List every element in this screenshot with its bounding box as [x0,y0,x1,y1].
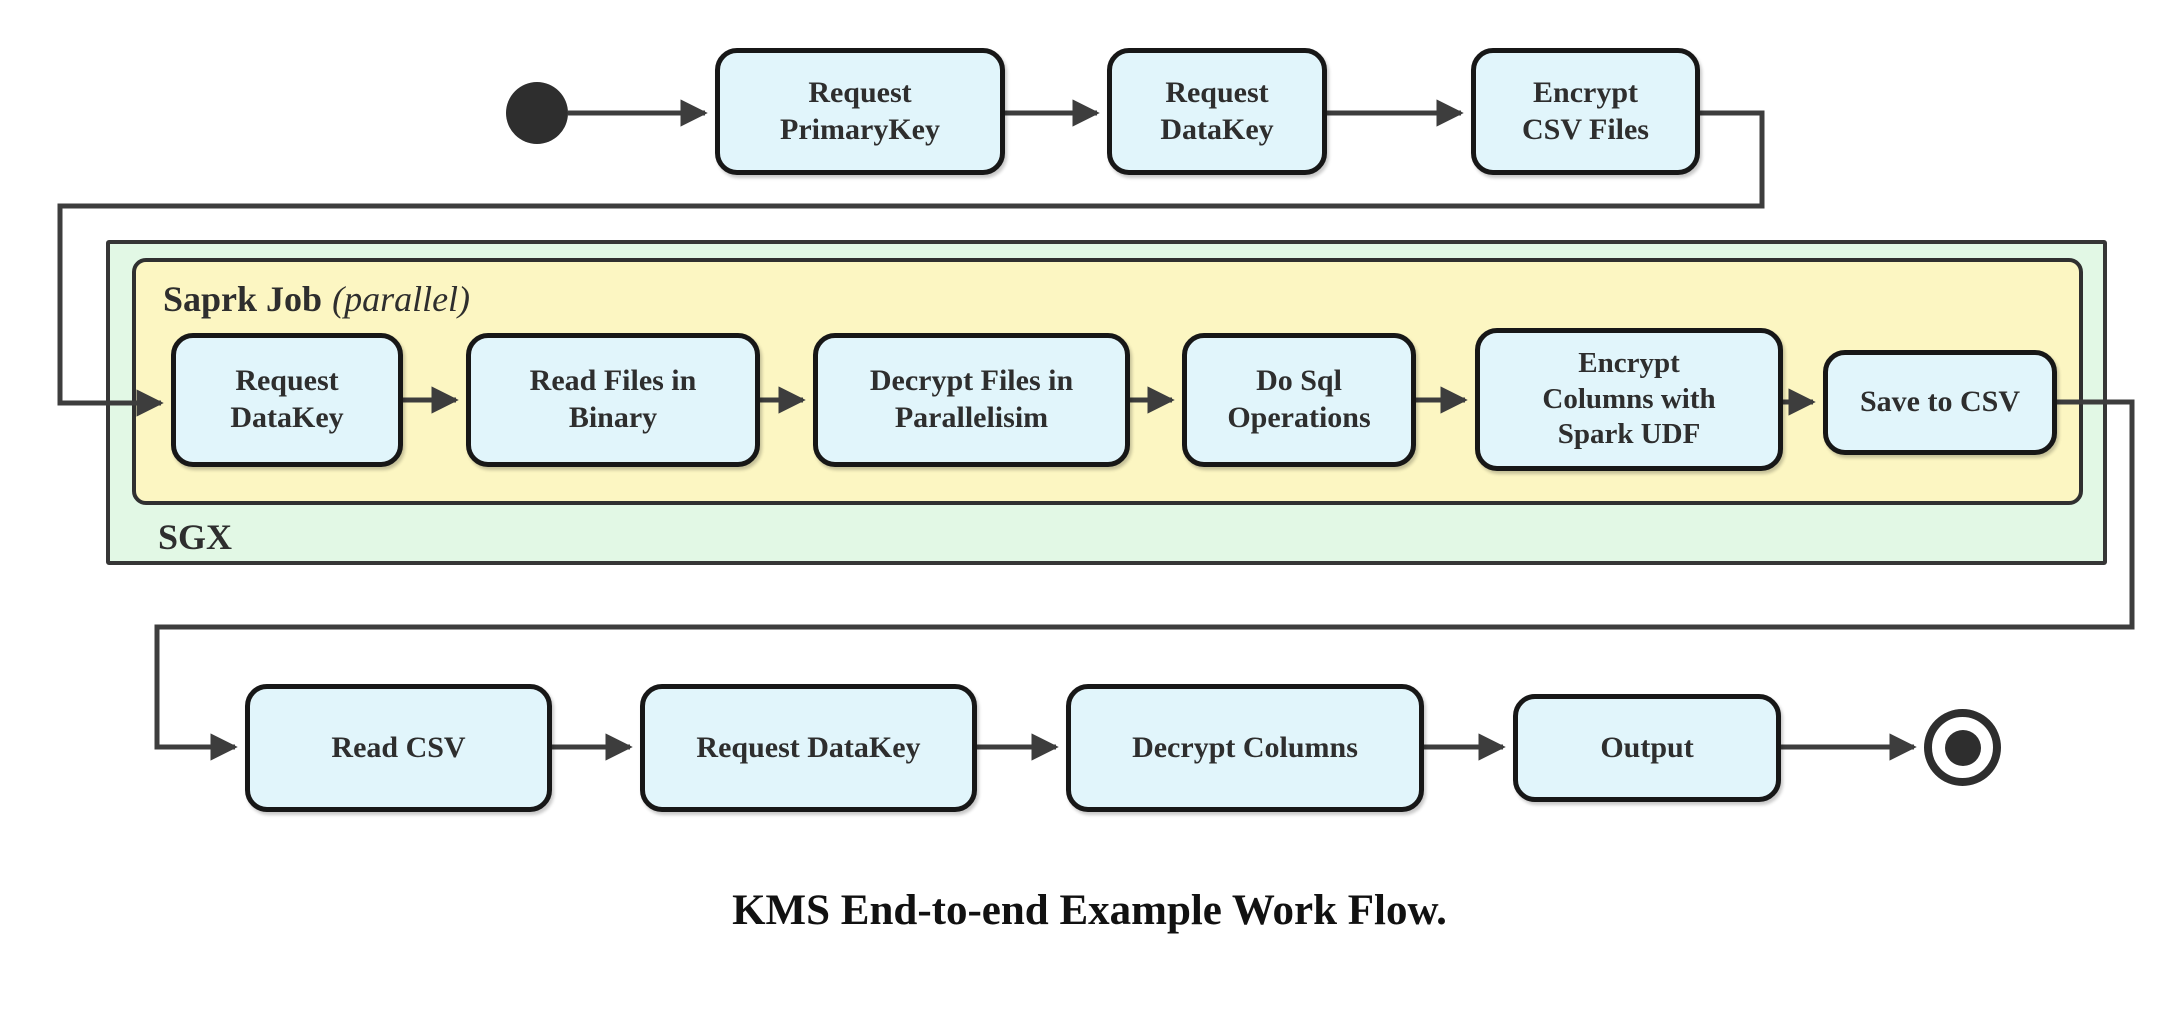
activity-node-encrypt-columns-with-spark-udf: Encrypt Columns with Spark UDF [1475,328,1783,471]
activity-node-request-primarykey: Request PrimaryKey [715,48,1005,175]
activity-node-output: Output [1513,694,1781,802]
activity-node-read-files-in-binary: Read Files in Binary [466,333,760,467]
sgx-container-label: SGX [158,517,233,557]
activity-node-request-datakey-bottom: Request DataKey [640,684,977,812]
edge-encrypt-csv-files-to-spark-request-datakey [57,110,1765,417]
activity-node-save-to-csv: Save to CSV [1823,350,2057,455]
activity-node-read-csv: Read CSV [245,684,552,812]
spark-job-parallel-annotation: (parallel) [332,279,471,319]
spark-job-container-label: Saprk Job(parallel) [163,278,470,320]
activity-node-spark-request-datakey: Request DataKey [171,333,403,467]
activity-node-decrypt-columns: Decrypt Columns [1066,684,1424,812]
initial-state-node [506,82,568,144]
final-state-node [1924,709,2001,786]
edge-save-to-csv-to-read-csv [154,399,2135,761]
final-state-inner-dot [1944,729,1981,766]
activity-node-decrypt-files-in-parallelisim: Decrypt Files in Parallelisim [813,333,1130,467]
spark-job-label-text: Saprk Job [163,279,323,319]
activity-node-request-datakey-top: Request DataKey [1107,48,1327,175]
diagram-caption: KMS End-to-end Example Work Flow. [732,887,1447,934]
activity-node-do-sql-operations: Do Sql Operations [1182,333,1416,467]
activity-node-encrypt-csv-files: Encrypt CSV Files [1471,48,1700,175]
